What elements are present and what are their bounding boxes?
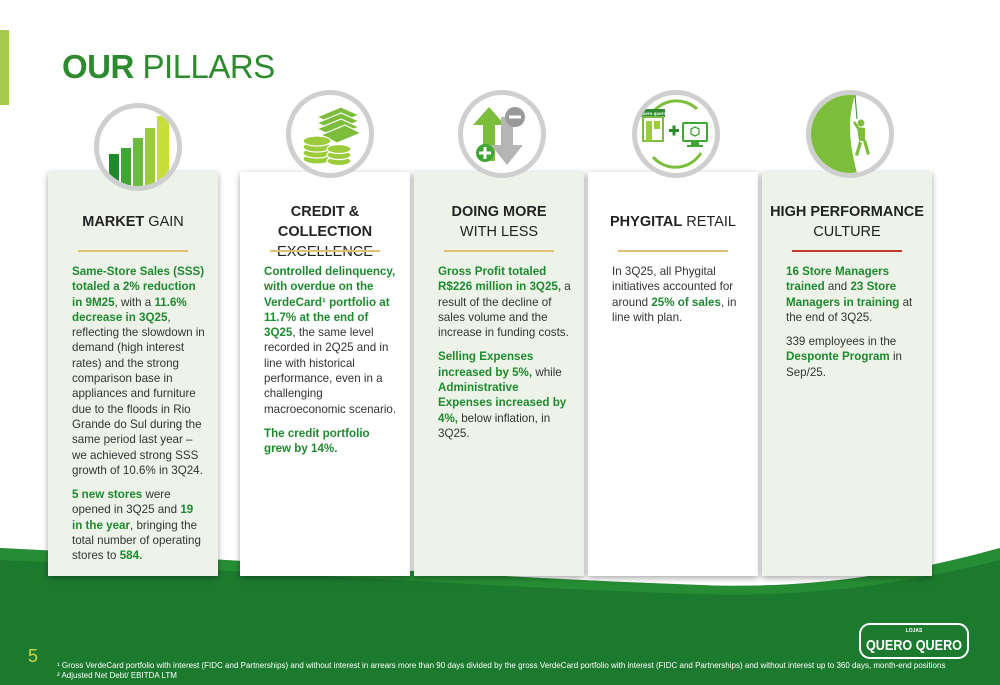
climber-icon [806, 90, 894, 178]
pillar-body: Controlled delinquency, with overdue on … [264, 264, 398, 466]
page-title-light: PILLARS [142, 48, 276, 85]
highlight-text: 5 new stores [72, 488, 143, 502]
pillar-paragraph: Selling Expenses increased by 5%, while … [438, 349, 572, 441]
pillar-title: MARKET GAIN [54, 212, 212, 232]
pillar-body: Same-Store Sales (SSS) totaled a 2% redu… [72, 264, 206, 573]
store-plus-computer-icon: quero quero [632, 90, 720, 178]
pillar-divider [792, 250, 902, 252]
pillar-paragraph: 16 Store Managers trained and 23 Store M… [786, 264, 920, 325]
pillar-card-high-performance: HIGH PERFORMANCE CULTURE 16 Store Manage… [762, 172, 932, 576]
highlight-text: Gross Profit totaled R$226 million in 3Q… [438, 265, 562, 294]
body-text: at the end of 3Q25. [786, 295, 913, 324]
footnote-2: ² Adjusted Net Debt/ EBITDA LTM [57, 671, 177, 680]
pillar-card-market-gain: MARKET GAIN Same-Store Sales (SSS) total… [48, 172, 218, 576]
body-text: were opened in 3Q25 and [72, 488, 181, 517]
pillar-title-light: CULTURE [813, 224, 881, 240]
pillar-paragraph: 5 new stores were opened in 3Q25 and 19 … [72, 487, 206, 563]
pillar-paragraph: In 3Q25, all Phygital initiatives accoun… [612, 264, 746, 325]
pillar-title-bold: PHYGITAL [610, 214, 683, 230]
body-text: In 3Q25, all Phygital initiatives accoun… [612, 265, 734, 309]
pillar-title-bold: HIGH PERFORMANCE [770, 204, 924, 220]
pillar-body: 16 Store Managers trained and 23 Store M… [786, 264, 920, 389]
body-text: , reflecting the slowdown in demand (hig… [72, 310, 205, 477]
store-sign-text: quero quero [640, 111, 667, 116]
body-text: below inflation, in 3Q25. [438, 411, 551, 440]
page-title: OUR PILLARS [62, 48, 275, 86]
pillar-paragraph: The credit portfolio grew by 14%. [264, 426, 398, 457]
highlight-text: Same-Store Sales (SSS) totaled a 2% redu… [72, 265, 205, 309]
logo-top-text: LOJAS [906, 628, 923, 634]
highlight-text: 25% of sales [651, 295, 721, 309]
body-text: , bringing the total number of operating… [72, 518, 201, 563]
pillar-title-bold: DOING MORE [451, 204, 547, 220]
body-text: a result of the decline of sales volume … [438, 280, 571, 340]
pillar-title: DOING MORE WITH LESS [420, 202, 578, 242]
pillar-paragraph: Controlled delinquency, with overdue on … [264, 264, 398, 417]
up-down-arrows-icon [458, 90, 546, 178]
highlight-text: 584. [119, 549, 143, 563]
highlight-text: 19 in the year [72, 503, 194, 532]
body-text: , the same level recorded in 2Q25 and in… [264, 326, 397, 416]
highlight-text: Administrative Expenses increased by 4%, [438, 381, 567, 425]
pillar-title-bold: CREDIT & COLLECTION [277, 204, 373, 240]
page-number: 5 [28, 646, 39, 666]
title-accent-bar [0, 30, 9, 105]
pillar-paragraph: Gross Profit totaled R$226 million in 3Q… [438, 264, 572, 340]
pillar-title: HIGH PERFORMANCE CULTURE [768, 202, 926, 242]
body-text: in Sep/25. [786, 350, 902, 379]
highlight-text: Desponte Program [786, 350, 890, 364]
body-text: 339 employees in the [786, 335, 897, 349]
logo-main-text: QUERO QUERO [866, 637, 962, 654]
highlight-text: 16 Store Managers trained [786, 265, 890, 294]
quero-quero-logo: LOJAS QUERO QUERO [859, 623, 969, 659]
body-text: , in line with plan. [612, 295, 737, 324]
pillar-paragraph: 339 employees in the Desponte Program in… [786, 334, 920, 380]
pillar-title-light: EXCELLENCE [277, 244, 373, 260]
footnotes: ¹ Gross VerdeCard portfolio with interes… [57, 661, 945, 681]
pillar-card-phygital-retail: PHYGITAL RETAIL In 3Q25, all Phygital in… [588, 172, 758, 576]
page-title-bold: OUR [62, 48, 134, 85]
highlight-text: Controlled delinquency, with overdue on … [264, 265, 396, 340]
body-text: , with a [114, 295, 155, 309]
pillar-body: Gross Profit totaled R$226 million in 3Q… [438, 264, 572, 450]
pillar-paragraph: Same-Store Sales (SSS) totaled a 2% redu… [72, 264, 206, 478]
pillar-title-light: GAIN [148, 214, 184, 230]
pillar-title: CREDIT & COLLECTION EXCELLENCE [246, 202, 404, 262]
pillar-divider [618, 250, 728, 252]
body-text: while [532, 365, 562, 379]
pillar-title-bold: MARKET [82, 214, 145, 230]
highlight-text: The credit portfolio grew by 14%. [264, 426, 370, 456]
highlight-text: 11.6% decrease in 3Q25 [72, 295, 187, 324]
highlight-text: Selling Expenses increased by 5%, [438, 350, 534, 379]
pillar-card-doing-more: DOING MORE WITH LESS Gross Profit totale… [414, 172, 584, 576]
body-text: and [824, 280, 851, 294]
money-stack-icon [286, 90, 374, 178]
pillar-body: In 3Q25, all Phygital initiatives accoun… [612, 264, 746, 334]
pillar-title-light: RETAIL [686, 214, 736, 230]
pillar-divider [78, 250, 188, 252]
pillar-divider [270, 250, 380, 252]
footnote-1: ¹ Gross VerdeCard portfolio with interes… [57, 661, 946, 670]
pillar-title-light: WITH LESS [459, 224, 539, 240]
pillar-divider [444, 250, 554, 252]
pillar-title: PHYGITAL RETAIL [594, 212, 752, 232]
pillar-card-credit-collection: CREDIT & COLLECTION EXCELLENCE Controlle… [240, 172, 410, 576]
highlight-text: 23 Store Managers in training [786, 280, 900, 309]
bar-chart-icon [94, 103, 182, 191]
